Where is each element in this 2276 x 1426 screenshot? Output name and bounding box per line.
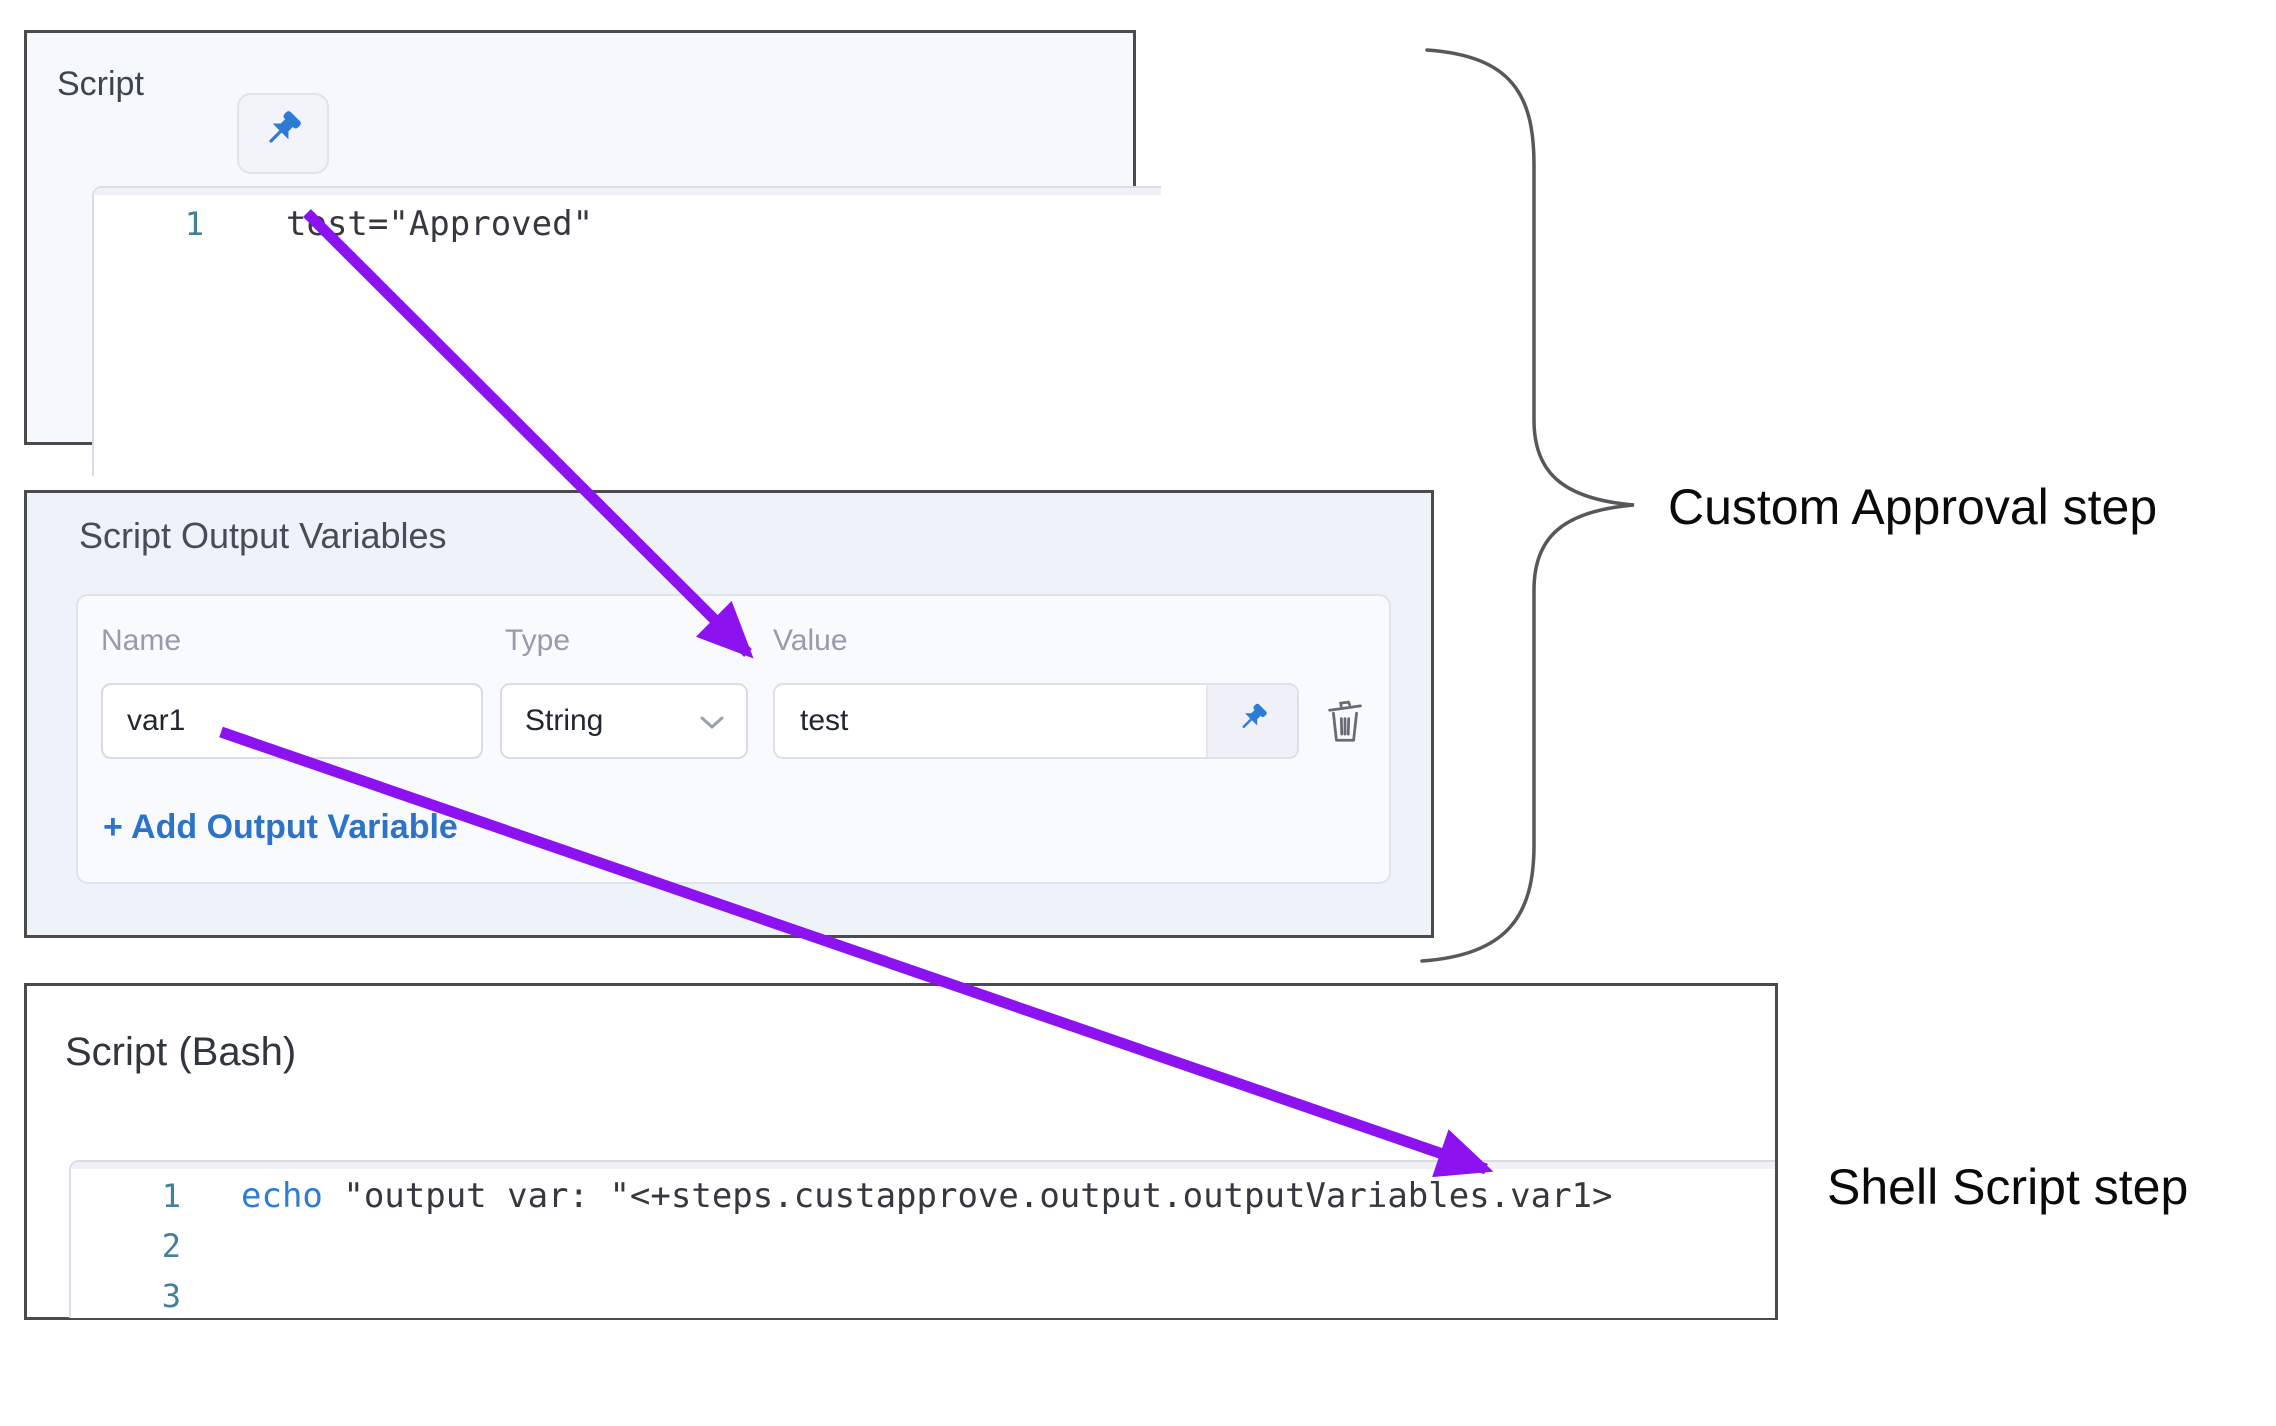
shell-script-step-label: Shell Script step	[1827, 1159, 2189, 1215]
curly-brace	[1420, 48, 1635, 963]
variable-type-select[interactable]: String	[500, 683, 748, 759]
script-bash-panel: Script (Bash) 1 echo "output var: "<+ste…	[24, 983, 1778, 1320]
variable-value-text: test	[800, 704, 849, 737]
value-column-label: Value	[773, 624, 848, 657]
code-text: test="Approved"	[286, 204, 594, 244]
pin-icon	[257, 105, 309, 162]
line-number: 3	[161, 1277, 181, 1315]
variable-value-input[interactable]: test	[773, 683, 1299, 759]
line-number: 2	[161, 1227, 181, 1265]
type-column-label: Type	[505, 624, 571, 657]
name-column-label: Name	[101, 624, 182, 657]
add-output-variable-button[interactable]: + Add Output Variable	[103, 808, 458, 846]
editor-top-strip	[71, 1162, 1775, 1169]
script-code-editor[interactable]: 1 test="Approved"	[92, 186, 1161, 476]
variable-name-value: var1	[127, 704, 186, 737]
trash-icon	[1325, 697, 1365, 750]
script-panel-title: Script	[57, 65, 144, 103]
script-panel: Script 1 test="Approved"	[24, 30, 1161, 476]
output-variables-title: Script Output Variables	[79, 515, 447, 556]
line-number: 1	[184, 205, 204, 243]
delete-row-button[interactable]	[1323, 696, 1367, 750]
variable-type-value: String	[525, 704, 604, 737]
bash-panel-title: Script (Bash)	[65, 1030, 297, 1074]
pin-button[interactable]	[237, 93, 329, 174]
editor-top-strip	[94, 188, 1161, 195]
custom-approval-step-label: Custom Approval step	[1668, 479, 2158, 535]
echo-keyword: echo	[241, 1176, 323, 1216]
chevron-down-icon	[700, 704, 724, 738]
value-pin-button[interactable]	[1206, 685, 1297, 757]
pin-icon	[1233, 699, 1273, 744]
output-variables-card: Name Type Value var1 String test	[76, 594, 1391, 884]
code-line: test="Approved"	[286, 199, 593, 249]
script-output-variables-panel: Script Output Variables Name Type Value …	[24, 490, 1434, 938]
bash-code-editor[interactable]: 1 echo "output var: "<+steps.custapprove…	[69, 1160, 1775, 1318]
code-text: "output var: "<+steps.custapprove.output…	[322, 1176, 1613, 1216]
line-number: 1	[161, 1177, 181, 1215]
variable-name-input[interactable]: var1	[101, 683, 483, 759]
code-line: echo "output var: "<+steps.custapprove.o…	[241, 1171, 1612, 1221]
